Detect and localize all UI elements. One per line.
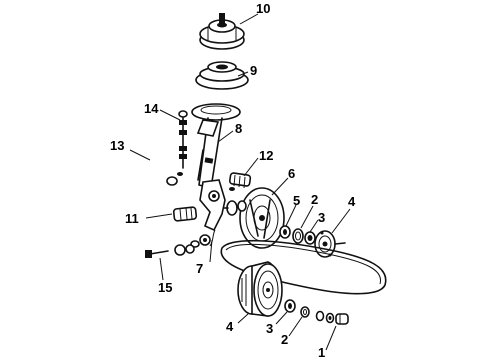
steering-knuckle	[199, 179, 238, 232]
outer-bearing-parts	[284, 299, 349, 325]
callout-2-lower: 2	[281, 332, 288, 347]
brake-drum	[237, 261, 283, 317]
stabilizer-link	[178, 110, 188, 169]
backing-plate	[237, 187, 285, 249]
callout-4-lower: 4	[226, 319, 234, 334]
callout-12: 12	[259, 148, 273, 163]
callout-3-upper: 3	[318, 210, 325, 225]
upper-strut-mount	[199, 13, 245, 50]
callout-3-lower: 3	[266, 321, 273, 336]
leader-lines	[129, 13, 351, 351]
callout-labels: 10 9 8 14 13 12 6 5 2 3 4 11 7 15 4 3 2 …	[110, 1, 356, 360]
callout-2-upper: 2	[311, 192, 318, 207]
wheel-hub	[314, 230, 346, 258]
callout-15: 15	[158, 280, 172, 295]
callout-5: 5	[293, 193, 300, 208]
callout-4-upper: 4	[348, 194, 356, 209]
tie-rod-end	[228, 172, 252, 191]
callout-14: 14	[144, 101, 159, 116]
inner-bearings	[279, 225, 316, 245]
wheel-bolt	[145, 244, 195, 258]
callout-1: 1	[318, 345, 325, 360]
callout-8: 8	[235, 121, 242, 136]
lower-ball-joint	[172, 206, 211, 248]
callout-11: 11	[125, 211, 139, 226]
spring-seat	[195, 61, 249, 90]
stabilizer-bar	[117, 147, 183, 186]
cotter-pin	[209, 229, 216, 247]
callout-9: 9	[250, 63, 257, 78]
strut-assembly	[191, 103, 241, 189]
callout-10: 10	[256, 1, 270, 16]
callout-13: 13	[110, 138, 124, 153]
callout-6: 6	[288, 166, 295, 181]
callout-7: 7	[196, 261, 203, 276]
